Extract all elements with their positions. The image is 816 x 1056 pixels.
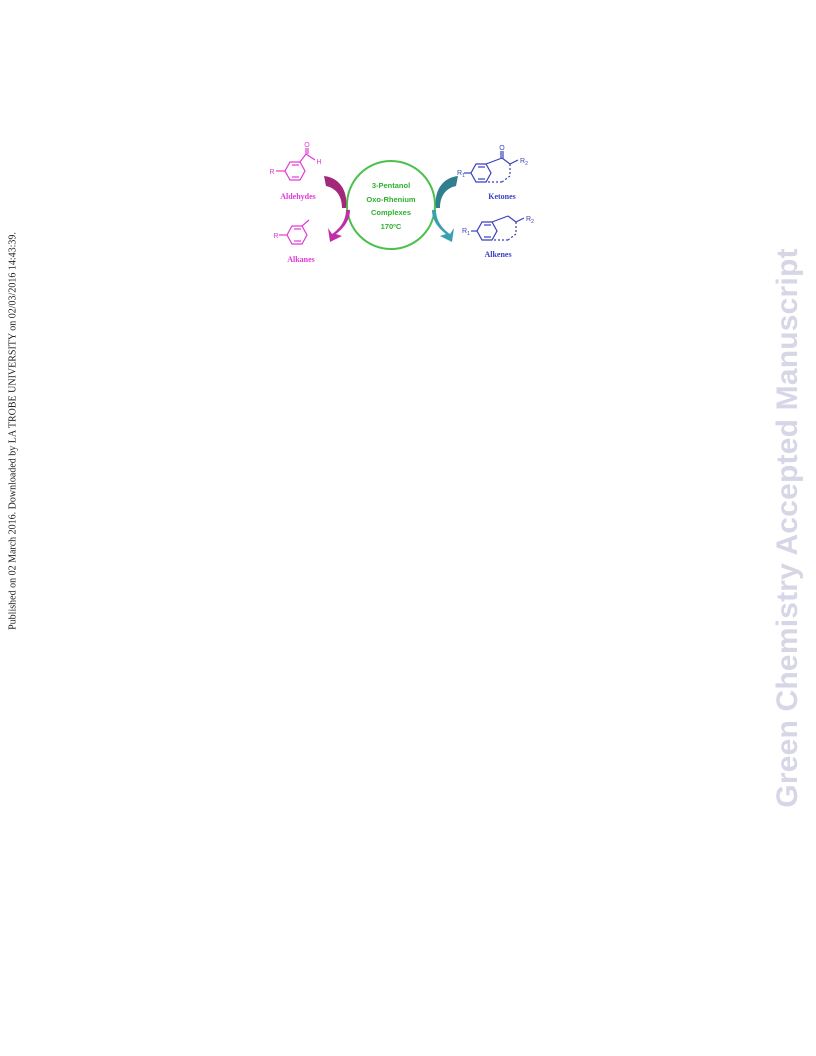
alkane-r-group: R (273, 233, 278, 240)
catalyst-line-3: Complexes (371, 208, 411, 217)
left-arrow-lower (328, 210, 350, 242)
publication-note: Published on 02 March 2016. Downloaded b… (7, 232, 19, 630)
aldehyde-structure (276, 148, 316, 181)
accepted-manuscript-watermark: Green Chemistry Accepted Manuscript (771, 248, 804, 808)
alkene-r2: R2 (526, 216, 534, 225)
alkanes-label: Alkanes (287, 255, 315, 264)
alkenes-label: Alkenes (484, 250, 511, 259)
ketone-r1: R1 (457, 170, 465, 179)
alkene-structure (471, 215, 525, 241)
catalyst-line-1: 3-Pentanol (372, 181, 410, 190)
aldehydes-label: Aldehydes (280, 192, 316, 201)
catalyst-line-4: 170ºC (381, 222, 402, 231)
aldehyde-oxygen: O (304, 142, 310, 149)
left-arrow-upper (324, 176, 347, 208)
right-arrow-lower (432, 210, 454, 242)
alkane-structure (279, 219, 310, 245)
aldehyde-r-group: R (269, 169, 274, 176)
catalyst-circle (346, 160, 436, 250)
right-arrow-upper (435, 176, 458, 208)
graphical-abstract: 3-Pentanol Oxo-Rhenium Complexes 170ºC O… (262, 138, 542, 268)
ketones-label: Ketones (488, 192, 516, 201)
reaction-scheme: 3-Pentanol Oxo-Rhenium Complexes 170ºC O… (269, 142, 534, 264)
ketone-r2: R2 (520, 158, 528, 167)
alkene-r1: R1 (462, 228, 470, 237)
catalyst-line-2: Oxo-Rhenium (366, 195, 415, 204)
aldehyde-hydrogen: H (316, 159, 321, 166)
ketone-oxygen: O (499, 145, 505, 152)
ketone-structure (464, 151, 519, 183)
